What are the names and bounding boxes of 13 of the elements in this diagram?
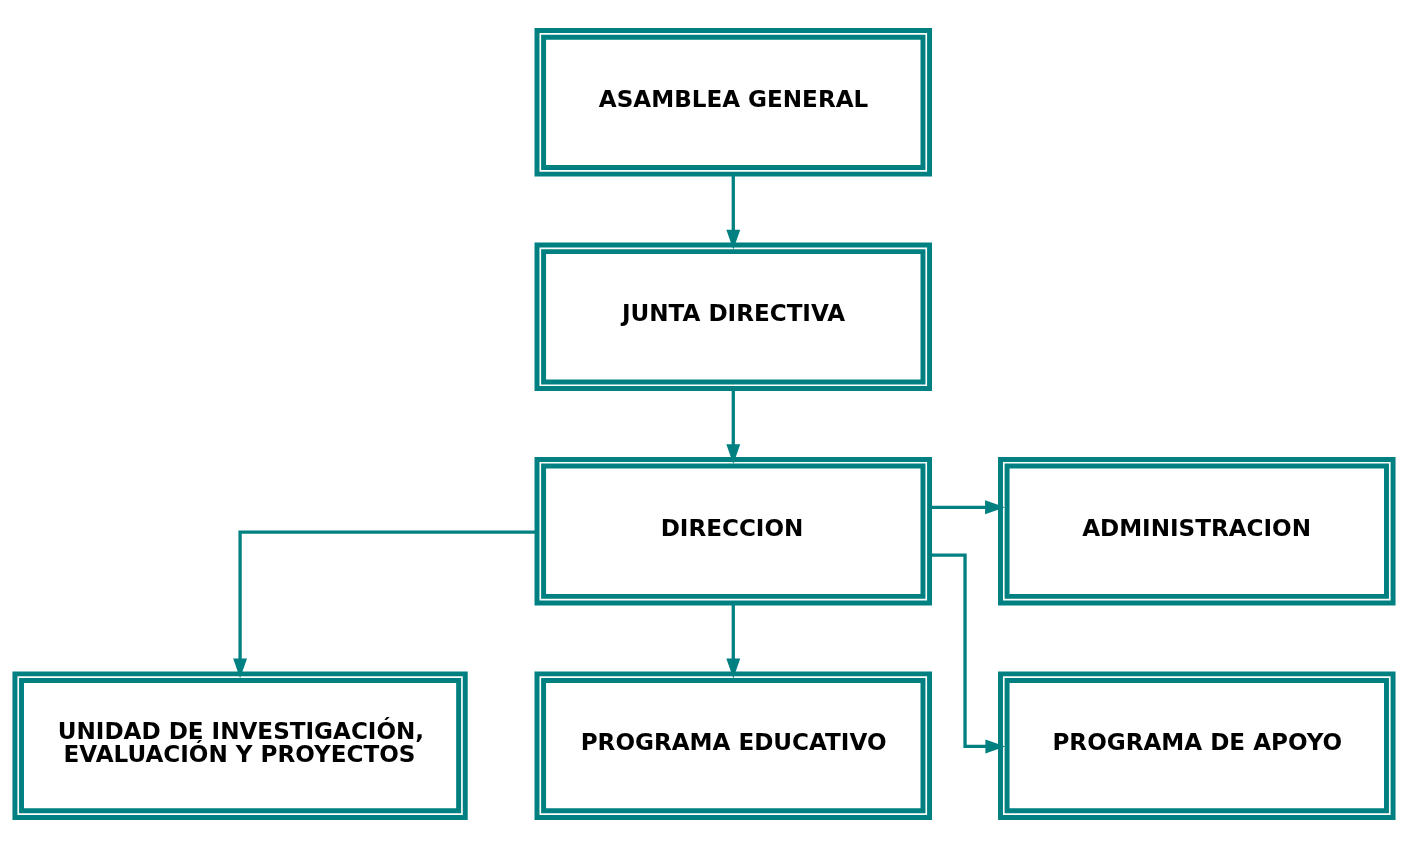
node-box: DIRECCION [534, 457, 933, 606]
arrow [726, 174, 741, 250]
arrow [726, 603, 741, 679]
node-box: JUNTA DIRECTIVA [534, 242, 933, 391]
node-box: PROGRAMA EDUCATIVO [534, 671, 933, 820]
arrow [233, 530, 537, 679]
arrow [929, 553, 1006, 754]
arrow [929, 500, 1005, 515]
node-box: ADMINISTRACION [998, 457, 1396, 606]
node-box: PROGRAMA DE APOYO [998, 671, 1396, 820]
node-box: ASAMBLEA GENERAL [534, 28, 933, 177]
node-box: UNIDAD DE INVESTIGACIÓN, EVALUACIÓN Y PROYECTOS [12, 671, 468, 820]
arrow [726, 388, 741, 465]
